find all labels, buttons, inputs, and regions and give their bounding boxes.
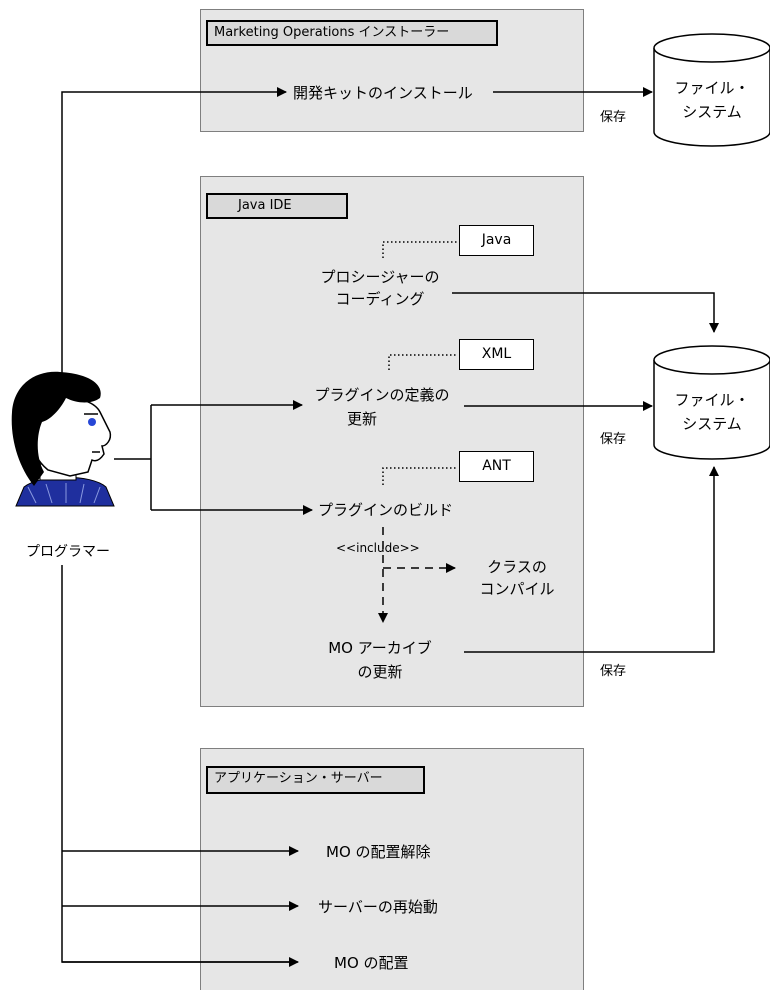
filesystem-mid-line2: システム <box>682 415 742 433</box>
archive-save-arrow <box>464 466 719 653</box>
java-ide-title: Java IDE <box>206 193 348 219</box>
include-label: <<include>> <box>336 541 420 555</box>
compile-line1: クラスの <box>487 558 547 576</box>
filesystem-top-line2: システム <box>682 103 742 121</box>
actor-trunk-top <box>61 87 287 390</box>
coding-save-arrow <box>452 292 719 333</box>
filesystem-middle: ファイル・ システム <box>654 378 770 438</box>
coding-line1: プロシージャーの <box>320 268 440 286</box>
ant-tag: ANT <box>459 451 534 482</box>
filesystem-mid-line1: ファイル・ <box>674 391 750 409</box>
actor-figure <box>11 371 115 507</box>
xml-note-line <box>388 354 457 370</box>
coding-line2: コーディング <box>335 290 425 308</box>
save-label-plugindef: 保存 <box>600 432 627 447</box>
actor-label: プログラマー <box>26 544 110 560</box>
filesystem-db-middle <box>653 345 770 460</box>
archive-label: MO アーカイブ の更新 <box>300 636 460 684</box>
save-label-archive: 保存 <box>600 664 627 679</box>
deploy-label: MO の配置 <box>334 954 409 972</box>
installer-title: Marketing Operations インストーラー <box>206 20 498 46</box>
java-tag: Java <box>459 225 534 256</box>
actor-trunk-bottom <box>61 565 297 963</box>
compile-line2: コンパイル <box>479 580 555 598</box>
plugin-def-line1: プラグインの定義の <box>314 386 450 404</box>
coding-label: プロシージャーの コーディング <box>300 266 460 310</box>
install-devkit-label: 開発キットのインストール <box>293 84 473 102</box>
java-ide-panel <box>200 176 584 707</box>
filesystem-top-line1: ファイル・ <box>674 79 750 97</box>
app-server-title: アプリケーション・サーバー <box>206 766 425 794</box>
plugin-def-label: プラグインの定義の 更新 <box>302 383 462 431</box>
archive-line1: MO アーカイブ <box>328 639 432 657</box>
plugin-build-label: プラグインのビルド <box>318 501 454 519</box>
java-note-line <box>382 241 457 258</box>
filesystem-db-top <box>653 33 770 147</box>
filesystem-top: ファイル・ システム <box>654 66 770 126</box>
undeploy-label: MO の配置解除 <box>326 843 431 861</box>
save-label-install: 保存 <box>600 110 627 125</box>
restart-label: サーバーの再始動 <box>318 898 438 916</box>
compile-label: クラスの コンパイル <box>462 556 572 600</box>
archive-line2: の更新 <box>357 663 403 681</box>
xml-tag: XML <box>459 339 534 370</box>
ant-note-line <box>382 467 457 485</box>
plugin-def-line2: 更新 <box>346 410 377 428</box>
